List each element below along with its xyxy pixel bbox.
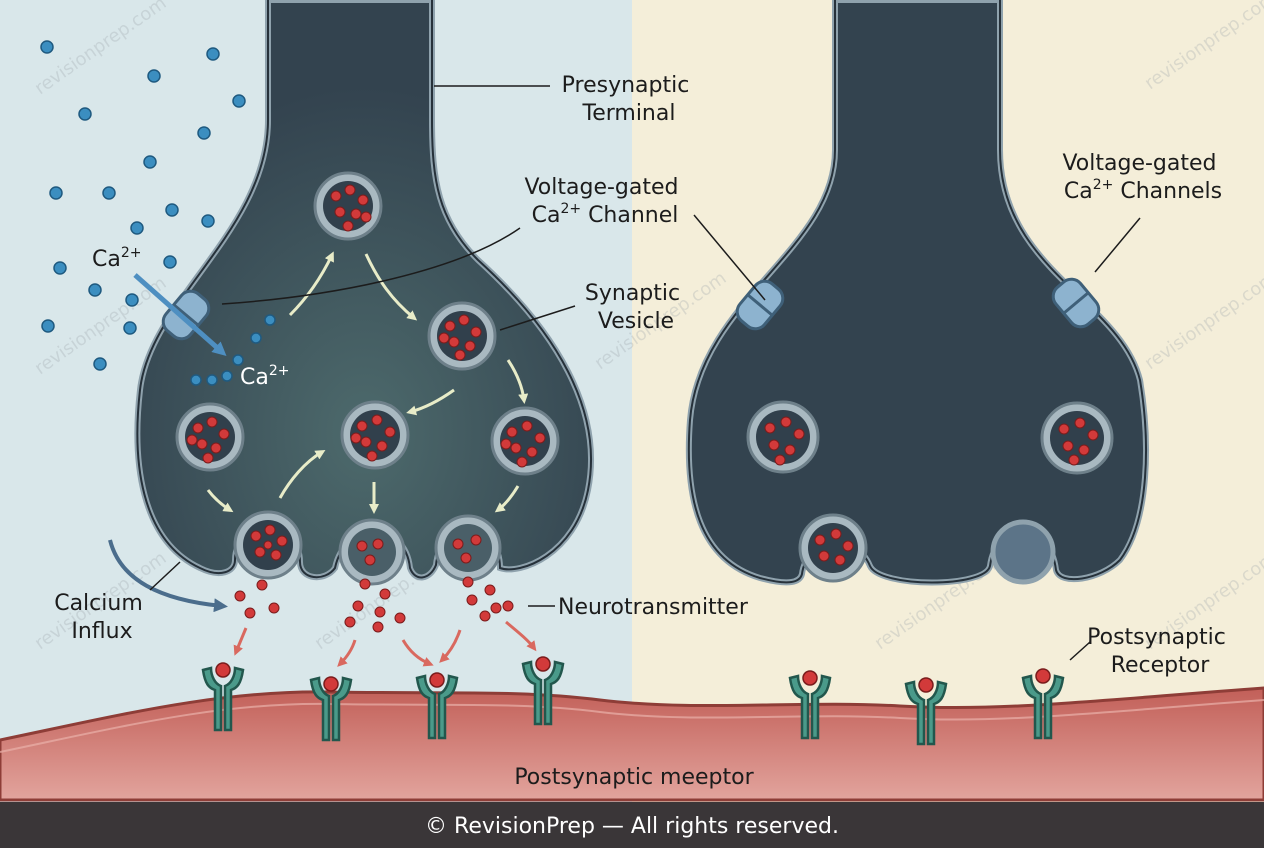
postsynaptic-receptors bbox=[201, 660, 1065, 746]
vesicle-cycle-arrows bbox=[206, 251, 529, 514]
receptor bbox=[201, 666, 245, 732]
docked-vesicle-right-panel bbox=[798, 513, 868, 583]
release-arrows bbox=[233, 620, 537, 667]
ca-channel-right-2 bbox=[1051, 277, 1101, 329]
receptor bbox=[309, 676, 353, 742]
docking-vesicle-2 bbox=[338, 518, 406, 586]
receptor bbox=[521, 660, 565, 726]
label-ca-outside: Ca2+ bbox=[92, 245, 141, 272]
receptor bbox=[904, 680, 948, 746]
label-vgcc-left: Voltage-gated Ca2+ Channel bbox=[524, 175, 685, 228]
label-presynaptic-terminal: Presynaptic Terminal bbox=[562, 73, 697, 126]
label-neurotransmitter: Neurotransmitter bbox=[558, 595, 749, 620]
vesicle-neurotransmitter bbox=[186, 184, 1099, 566]
vesicle-left bbox=[175, 402, 245, 472]
receptor bbox=[788, 674, 832, 740]
label-vgcc-right: Voltage-gated Ca2+ Channels bbox=[1062, 151, 1223, 204]
docking-vesicle-3 bbox=[434, 514, 502, 582]
receptor bbox=[415, 674, 459, 740]
ca-channel-right-1 bbox=[735, 279, 785, 331]
ca-entry-arrow bbox=[133, 273, 227, 356]
vesicle-right-panel-1 bbox=[746, 400, 820, 474]
receptor bbox=[1021, 674, 1065, 740]
vesicle-top bbox=[313, 171, 383, 241]
label-postsynaptic-receptor: Postsynaptic Receptor bbox=[1087, 625, 1233, 678]
calcium-ions-inside bbox=[190, 314, 276, 386]
calcium-influx-arrow bbox=[108, 539, 228, 613]
bound-neurotransmitter bbox=[215, 656, 1051, 693]
label-synaptic-vesicle: Synaptic Vesicle bbox=[585, 281, 687, 334]
footer-copyright: © RevisionPrep — All rights reserved. bbox=[425, 814, 839, 839]
calcium-ions-outside bbox=[40, 40, 246, 371]
label-calcium-influx: Calcium Influx bbox=[54, 591, 150, 644]
footer-bar bbox=[0, 802, 1264, 848]
leader-lines bbox=[149, 85, 1141, 661]
released-neurotransmitter bbox=[234, 576, 514, 633]
label-ca-inside: Ca2+ bbox=[240, 363, 289, 390]
label-postsynaptic-membrane: Postsynaptic meeptor bbox=[514, 765, 754, 790]
ca-channel-left bbox=[161, 289, 211, 341]
terminal-outline-right bbox=[687, 0, 1147, 584]
empty-fusion-pore bbox=[990, 519, 1056, 585]
